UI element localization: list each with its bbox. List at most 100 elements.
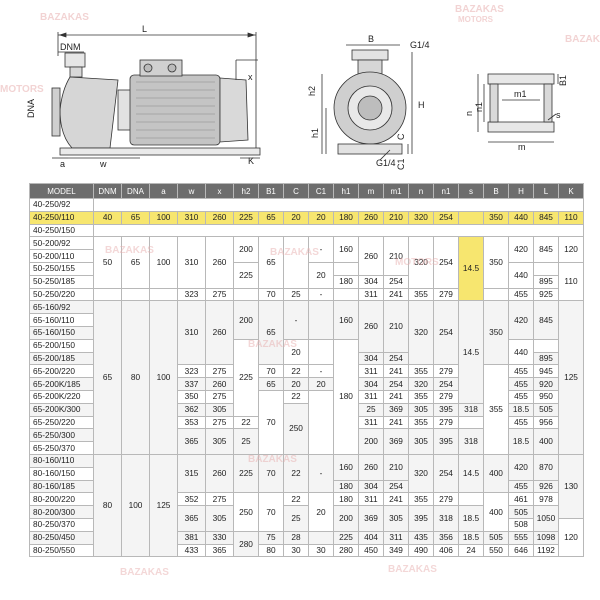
table-cell: 160: [333, 453, 359, 481]
table-cell: 311: [383, 530, 409, 545]
table-cell: [333, 287, 359, 302]
table-cell: 65: [121, 210, 150, 225]
column-header: K: [558, 183, 584, 199]
watermark-text: BAZAKAS: [455, 4, 504, 15]
model-cell: 65-200/220: [29, 364, 94, 379]
table-row-highlighted: 40-250/110 40 65 100 310 260 225 65 20 2…: [29, 210, 584, 225]
table-cell: 75: [258, 530, 284, 545]
table-row: 65-200K/220 350 275 70 22 311 241 355 27…: [29, 389, 584, 455]
label-h1: h1: [310, 128, 320, 138]
label-m1: m1: [514, 89, 527, 99]
table-cell: 304: [358, 351, 384, 366]
table-cell: 305: [205, 428, 234, 455]
table-cell: 433: [177, 543, 206, 558]
table-cell: 895: [533, 351, 559, 366]
table-cell: 435: [408, 530, 434, 545]
base-plate-view: [477, 73, 559, 143]
table-header-row: MODEL DNM DNA a w x h2 B1 C C1 h1 m m1 n…: [29, 183, 584, 199]
table-cell: 70: [258, 364, 284, 379]
label-H: H: [418, 100, 425, 110]
table-cell: 355: [408, 492, 434, 507]
pump-front-view: [321, 44, 413, 161]
table-cell: 100: [149, 236, 178, 289]
column-header: m: [358, 183, 384, 199]
table-cell: 355: [483, 364, 509, 455]
model-cell: 50-250/220: [29, 287, 94, 302]
table-cell: 646: [508, 543, 534, 558]
table-cell: 420: [508, 236, 534, 263]
table-cell: 440: [508, 338, 534, 366]
table-cell: 65: [121, 236, 150, 289]
table-cell: 279: [433, 415, 459, 430]
table-cell: 100: [149, 300, 178, 455]
table-cell: 1098: [533, 530, 559, 545]
table-cell: 200: [233, 300, 259, 340]
table-cell: 323: [177, 287, 206, 302]
table-cell: 18.5: [458, 530, 484, 545]
label-K: K: [248, 156, 254, 166]
model-cell: 80-160/110: [29, 453, 94, 468]
model-cell: 65-250/370: [29, 441, 94, 455]
table-cell: 381: [177, 530, 206, 545]
table-cell: 120: [558, 236, 584, 263]
table-cell: 305: [383, 505, 409, 532]
table-cell: 845: [533, 236, 559, 263]
table-cell: 180: [333, 210, 359, 225]
table-row: 80-200/300 365 305 25 200 369 305 395 31…: [29, 505, 584, 532]
table-cell: 80: [93, 453, 122, 558]
table-cell: 461: [508, 492, 534, 507]
table-cell: 1050: [533, 505, 559, 532]
table-cell: 350: [483, 236, 509, 289]
model-cell: 65-160/110: [29, 313, 94, 327]
table-cell: 350: [177, 389, 206, 404]
table-row: 80-200/220 352 275 250 70 22 20 180 311 …: [29, 492, 584, 532]
label-m: m: [518, 142, 526, 152]
table-cell: -: [308, 287, 334, 302]
table-cell: 455: [508, 479, 534, 494]
table-cell: 180: [333, 492, 359, 507]
table-cell: 845: [533, 300, 559, 340]
table-cell: 225: [233, 261, 259, 289]
table-cell: 395: [433, 428, 459, 455]
label-x: x: [248, 72, 253, 82]
table-cell: [458, 492, 484, 507]
table-cell: 25: [283, 505, 309, 532]
table-cell: 420: [508, 453, 534, 481]
table-cell: [533, 338, 559, 353]
column-header: B1: [258, 183, 284, 199]
table-cell: 440: [508, 261, 534, 289]
model-cell: 80-160/185: [29, 479, 94, 494]
table-cell: 365: [177, 505, 206, 532]
table-cell: 18.5: [458, 505, 484, 532]
column-header: C: [283, 183, 309, 199]
table-cell: 311: [358, 492, 384, 507]
table-cell: 279: [433, 364, 459, 379]
table-row: 80-250/370 508 120: [29, 517, 584, 558]
table-cell: 400: [483, 492, 509, 532]
table-cell: [308, 338, 334, 366]
column-header: L: [533, 183, 559, 199]
table-row: 65-200/150 225 20 180 440: [29, 338, 584, 455]
table-cell: 30: [308, 543, 334, 558]
table-cell: 455: [508, 415, 534, 430]
table-cell: 350: [483, 210, 509, 225]
model-cell: 80-200/300: [29, 505, 94, 519]
label-h2: h2: [307, 86, 317, 96]
table-cell: 550: [483, 543, 509, 558]
table-cell: 950: [533, 389, 559, 404]
watermark-group: BAZAKAS BAZAKAS MOTORS BAZAKAS MOTORS: [0, 4, 600, 95]
table-cell: 318: [458, 402, 484, 417]
table-cell: 305: [205, 402, 234, 417]
table-cell: 70: [258, 287, 284, 302]
table-cell: 920: [533, 377, 559, 391]
table-row: 65-200K/300 362 305 250 25 369 305 395 3…: [29, 402, 584, 455]
table-cell: 365: [177, 428, 206, 455]
table-cell: 310: [177, 210, 206, 225]
table-cell: 65: [258, 210, 284, 225]
table-cell: -: [308, 364, 334, 379]
table-cell: 22: [233, 415, 259, 430]
table-row: 65-200/185 304 254 895: [29, 351, 584, 366]
model-cell: 80-160/150: [29, 466, 94, 481]
table-cell: 304: [358, 479, 384, 494]
table-cell: 555: [508, 530, 534, 545]
